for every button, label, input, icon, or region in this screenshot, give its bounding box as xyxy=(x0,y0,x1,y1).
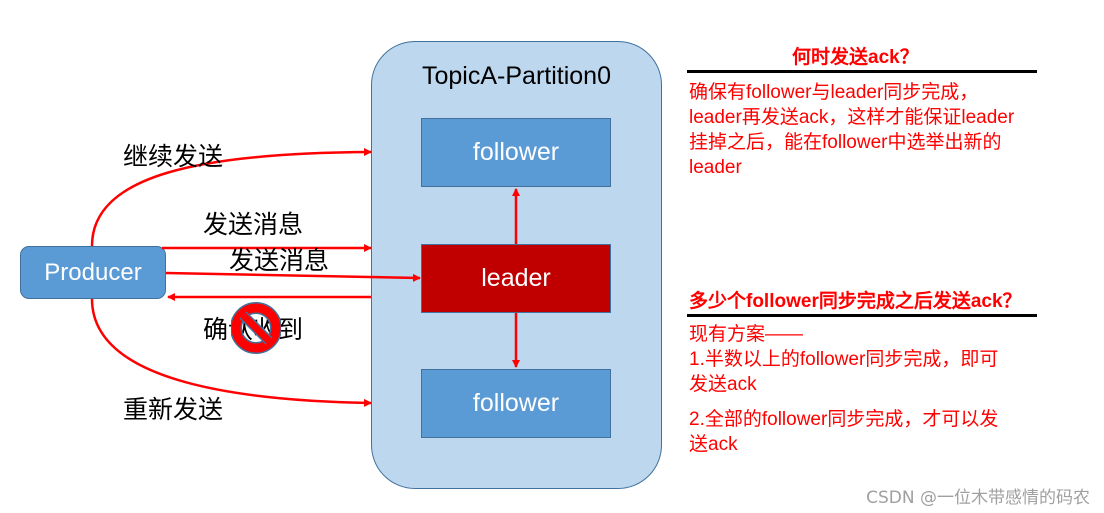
option1-line: 1.半数以上的follower同步完成，即可 xyxy=(689,349,999,370)
follower-bottom-node: follower xyxy=(421,369,611,438)
send-message-label-1: 发送消息 xyxy=(203,211,304,239)
how-many-title: 多少个follower同步完成之后发送ack？ xyxy=(689,291,1022,312)
producer-node: Producer xyxy=(20,246,166,299)
option2-line: 送ack xyxy=(689,434,738,455)
option1-line: 发送ack xyxy=(689,374,757,395)
option2-line: 2.全部的follower同步完成，才可以发 xyxy=(689,409,999,430)
when-ack-line: leader xyxy=(689,157,742,178)
when-ack-body: 确保有follower与leader同步完成， leader再发送ack，这样才… xyxy=(689,80,1014,180)
how-many-intro: 现有方案—— xyxy=(689,324,804,345)
resend-arrow xyxy=(90,298,372,407)
continue-send-arrow xyxy=(90,148,372,247)
continue-send-label: 继续发送 xyxy=(123,143,224,171)
when-ack-line: 挂掉之后，能在follower中选举出新的 xyxy=(689,132,1002,153)
when-ack-line: 确保有follower与leader同步完成， xyxy=(689,82,979,103)
when-ack-line: leader再发送ack，这样才能保证leader xyxy=(689,107,1015,128)
how-many-divider xyxy=(687,314,1037,317)
how-many-body: 现有方案—— 1.半数以上的follower同步完成，即可 发送ack 2.全部… xyxy=(689,322,998,457)
watermark: CSDN @一位木带感情的码农 xyxy=(866,488,1090,508)
when-ack-divider xyxy=(687,70,1037,73)
resend-label: 重新发送 xyxy=(123,396,224,424)
leader-node: leader xyxy=(421,244,611,313)
send-message-label-2: 发送消息 xyxy=(229,247,330,275)
partition-title: TopicA-Partition0 xyxy=(422,62,611,90)
send-message-arrow-2 xyxy=(165,271,421,282)
follower-top-node: follower xyxy=(421,118,611,187)
when-ack-title: 何时发送ack？ xyxy=(792,47,919,68)
prohibited-icon xyxy=(231,302,281,354)
